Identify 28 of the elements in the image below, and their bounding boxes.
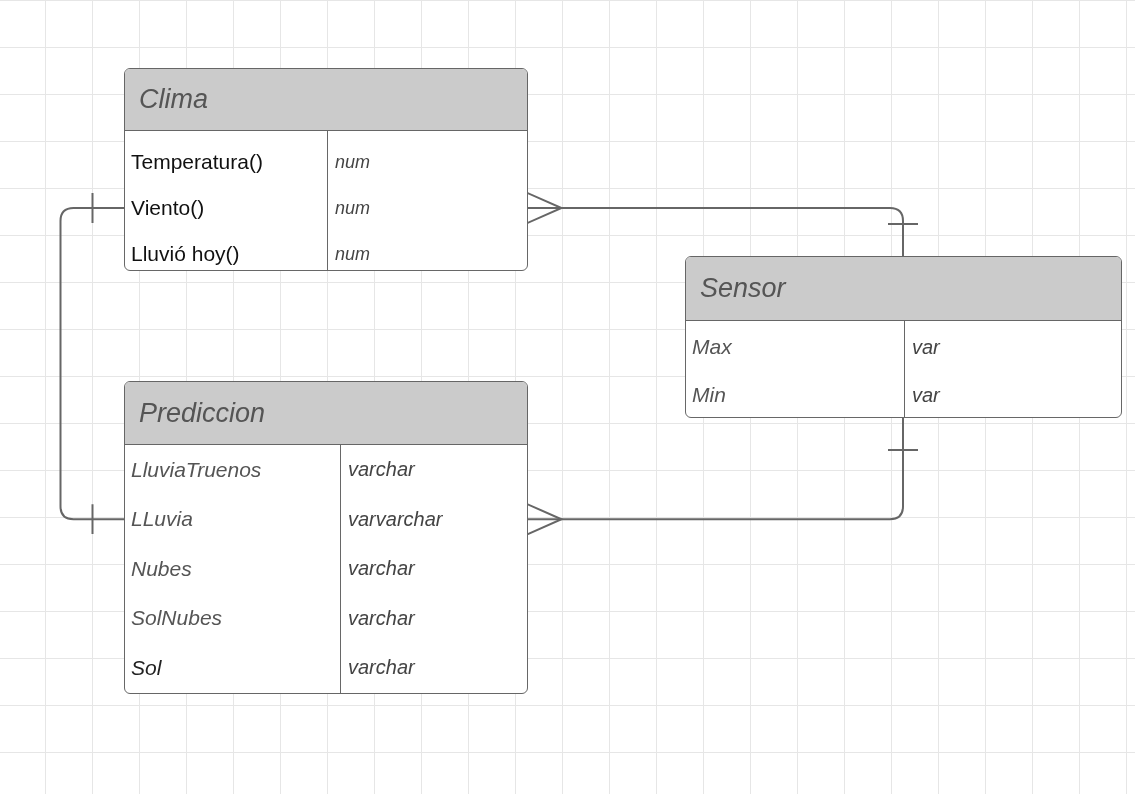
attribute-type: varchar [347,655,417,681]
attribute-name: Sol [131,654,162,681]
attribute-type: var [911,334,942,360]
table-header: Clima [125,69,527,131]
table-header: Sensor [686,257,1121,321]
attribute-type: num [334,242,371,266]
attribute-name: Min [692,382,726,408]
attribute-name: Max [692,334,732,360]
attribute-type: num [334,150,371,174]
attribute-type: varvarchar [347,506,444,532]
entity-table [685,256,1122,418]
attribute-type: var [911,382,942,408]
attribute-name: Viento() [131,195,205,221]
attribute-name: Temperatura() [131,149,263,175]
attribute-type: varchar [347,605,417,631]
table-header: Prediccion [125,382,527,445]
attribute-type: num [334,196,371,220]
relationship-line [526,192,919,257]
attribute-name: Lluvió hoy() [131,241,240,267]
attribute-name: LLuvia [131,506,193,533]
attribute-type: varchar [347,556,417,582]
relationship-line [59,192,126,536]
attribute-name: Nubes [131,555,192,582]
relationship-line [526,417,919,536]
attribute-type: varchar [347,457,417,483]
attribute-name: SolNubes [131,605,223,632]
attribute-name: LluviaTruenos [131,456,262,483]
entity-table [124,381,528,694]
